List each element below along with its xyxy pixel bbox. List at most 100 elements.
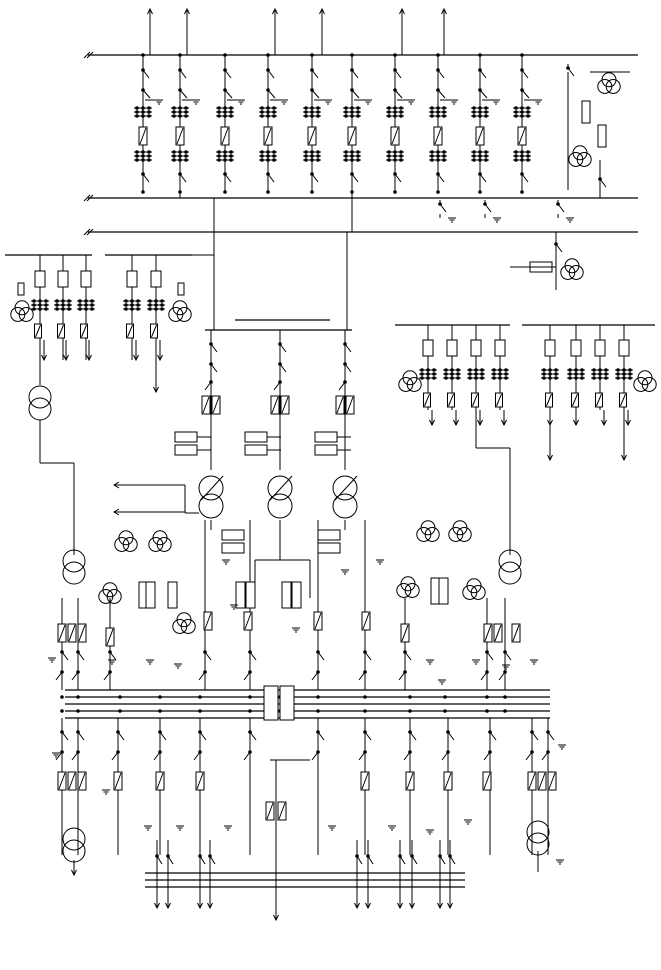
circuit-breakers (17, 100, 630, 821)
junction-dot (310, 68, 314, 72)
junction-dot (446, 730, 450, 734)
regulating-transformer (267, 493, 293, 519)
breaker-diagonal (596, 393, 602, 407)
junction-dot (316, 670, 320, 674)
arrow-down-icon (41, 354, 47, 362)
arrow-down-icon (207, 902, 213, 910)
transformer-winding (406, 376, 422, 392)
equipment-cell (317, 529, 341, 541)
junction-dot (278, 342, 282, 346)
equipment-cell (314, 431, 338, 443)
junction-dot (403, 670, 407, 674)
breaker-diagonal (538, 772, 546, 790)
junction-dot (223, 172, 227, 176)
arrow-down-icon (165, 902, 171, 910)
transformer-winding (462, 584, 478, 600)
junction-dot (118, 695, 122, 699)
equipment-cell (291, 581, 302, 609)
junction-dot (203, 670, 207, 674)
equipment-cell (177, 282, 185, 296)
arrow-up-icon (399, 7, 405, 15)
junction-dot (316, 695, 320, 699)
equipment-cell (174, 431, 198, 443)
junction-dot (436, 190, 440, 194)
junction-dot (178, 88, 182, 92)
junction-dot (478, 68, 482, 72)
regulating-transformer (332, 493, 358, 519)
junction-dot (503, 670, 507, 674)
transformer-winding (180, 618, 196, 634)
arrow-down-icon (153, 386, 159, 394)
junction-dot (248, 695, 252, 699)
bus-end-mark (86, 228, 94, 236)
equipment-cell (470, 339, 482, 357)
equipment-cell (594, 339, 606, 357)
equipment-cell (314, 444, 338, 456)
transformer-winding (448, 526, 464, 542)
junction-dot (350, 88, 354, 92)
arrow-left-icon (113, 508, 120, 516)
bus-end-mark (86, 51, 94, 59)
junction-dot (248, 650, 252, 654)
junction-dot (363, 750, 367, 754)
junction-dot (141, 172, 145, 176)
junction-dot (118, 709, 122, 713)
transformer-winding (172, 618, 188, 634)
junction-dot (363, 670, 367, 674)
transformer-winding (28, 385, 52, 409)
arrow-up-icon (147, 7, 153, 15)
equipment-cell (618, 339, 630, 357)
junction-dot (158, 695, 162, 699)
junction-dot (436, 68, 440, 72)
breaker-diagonal (362, 612, 370, 630)
transformer-winding (498, 561, 522, 585)
junction-dot (530, 750, 534, 754)
arrow-down-icon (573, 419, 579, 427)
junction-dot (478, 53, 482, 57)
junction-dot (438, 202, 442, 206)
equipment-cell (544, 339, 556, 357)
junction-dot (76, 750, 80, 754)
transformer-winding (98, 588, 114, 604)
arrow-down-icon (86, 354, 92, 362)
junction-dot (198, 709, 202, 713)
junction-dot (248, 670, 252, 674)
junction-dot (350, 68, 354, 72)
breaker-diagonal (139, 127, 147, 145)
breaker-diagonal (202, 396, 210, 414)
junction-dot (266, 190, 270, 194)
equipment-cell (244, 431, 268, 443)
junction-dot (76, 695, 80, 699)
junction-dot (355, 854, 359, 858)
arrow-down-icon (397, 902, 403, 910)
junction-dot (343, 380, 347, 384)
junction-dot (530, 730, 534, 734)
transformers (10, 72, 657, 863)
junction-dot (116, 750, 120, 754)
breaker-diagonal (308, 127, 316, 145)
transformer-winding (424, 526, 440, 542)
breaker-diagonal (114, 772, 122, 790)
junction-dot (343, 342, 347, 346)
junction-dot (436, 88, 440, 92)
breaker-diagonal (68, 772, 76, 790)
transformer-winding (114, 536, 130, 552)
equipment-cell (281, 581, 292, 609)
junction-dot (393, 88, 397, 92)
breaker-diagonal (151, 324, 157, 338)
equipment-cell (245, 581, 256, 609)
breaker-diagonal (78, 624, 86, 642)
junction-dot (363, 650, 367, 654)
transformer-winding (641, 376, 657, 392)
bus-end-mark (86, 194, 94, 202)
arrow-up-icon (441, 7, 447, 15)
junction-dot (448, 854, 452, 858)
arrow-up-icon (272, 7, 278, 15)
arrow-down-icon (477, 419, 483, 427)
breaker-diagonal (406, 772, 414, 790)
junction-dot (478, 190, 482, 194)
equipment-cell (317, 542, 341, 554)
equipment-cell (17, 282, 25, 296)
junction-dot (223, 68, 227, 72)
